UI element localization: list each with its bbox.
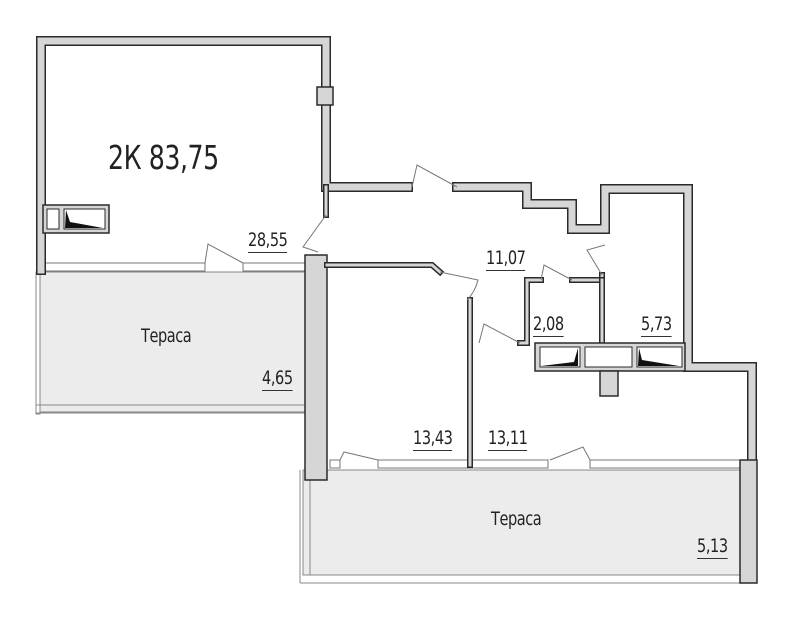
apartment-title: 2К 83,75 <box>108 138 219 177</box>
terrace-right-label: Тераса <box>491 508 542 530</box>
room-area-wc: 2,08 <box>533 313 564 337</box>
terrace-left-area: 4,65 <box>262 367 293 391</box>
room-area-hall: 11,07 <box>486 247 526 271</box>
terrace-right <box>299 469 745 584</box>
terrace-left-label: Тераса <box>141 325 192 347</box>
doors <box>204 164 606 461</box>
room-area-bedroom-2: 13,11 <box>488 427 528 451</box>
walls <box>36 36 758 584</box>
room-area-bath: 5,73 <box>641 313 672 337</box>
room-area-living: 28,55 <box>248 229 288 253</box>
terrace-left <box>35 271 308 415</box>
room-area-bedroom-1: 13,43 <box>413 427 453 451</box>
terrace-right-area: 5,13 <box>697 535 728 559</box>
